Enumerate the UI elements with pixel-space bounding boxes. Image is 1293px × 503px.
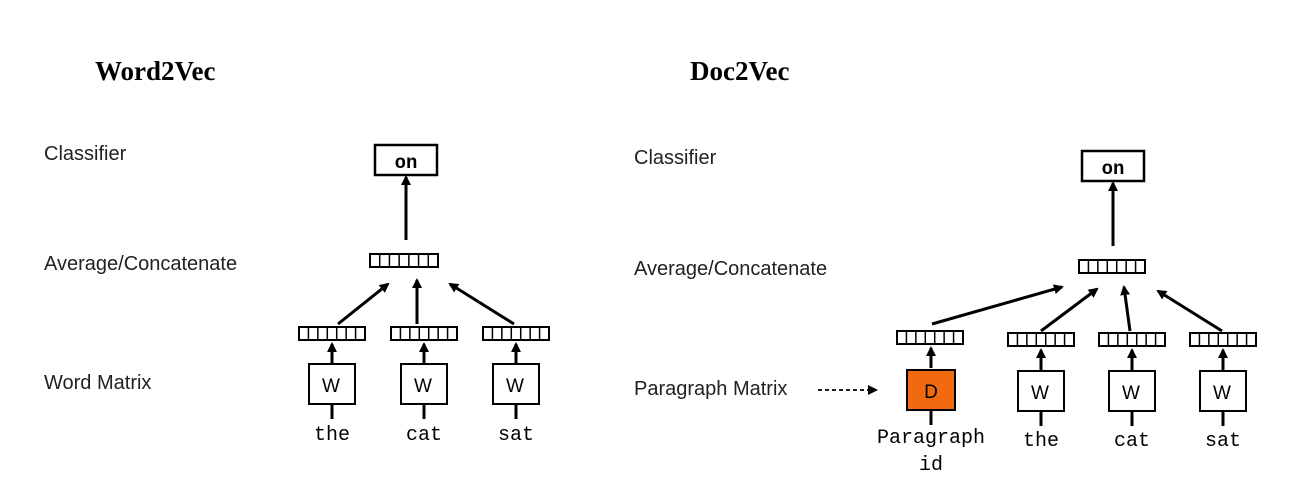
word2vec-title: Word2Vec — [95, 56, 216, 86]
word-vector-the — [298, 326, 366, 341]
vector-outline — [390, 326, 458, 341]
word-vector-cat — [1098, 332, 1166, 347]
vector-outline — [298, 326, 366, 341]
matrix-symbol: W — [1031, 383, 1049, 404]
arrow-cat-vector-to-average — [1120, 285, 1132, 332]
average-vector — [1078, 259, 1146, 274]
matrix-label: Word Matrix — [44, 372, 151, 394]
vector-outline — [369, 253, 439, 268]
word-vector-sat — [482, 326, 550, 341]
classifier-label: Classifier — [44, 143, 127, 165]
average-label: Average/Concatenate — [44, 253, 237, 275]
output-box: on — [373, 143, 439, 177]
vector-outline — [1078, 259, 1146, 274]
output-label: on — [1102, 158, 1125, 180]
matrix-symbol: W — [506, 376, 524, 397]
doc2vec-title: Doc2Vec — [690, 56, 789, 86]
word-matrix-box-sat: W — [492, 363, 540, 419]
arrow-the-vector-to-average — [337, 282, 390, 326]
vector-outline — [1007, 332, 1075, 347]
arrow-sat-vector-to-average — [448, 282, 515, 326]
vector-outline — [896, 330, 964, 345]
paragraph-matrix-box: D — [906, 369, 956, 425]
average-label: Average/Concatenate — [634, 258, 827, 280]
output-box: on — [1080, 149, 1146, 183]
matrix-symbol: W — [1122, 383, 1140, 404]
word-sat: sat — [1205, 430, 1241, 453]
arrow-the-vector-to-average — [1040, 287, 1099, 333]
word-matrix-box-cat: W — [1108, 370, 1156, 426]
paragraph-symbol: D — [924, 382, 938, 403]
word-vector-the — [1007, 332, 1075, 347]
word2vec-panel: Word2Vec Classifier Average/Concatenate … — [44, 56, 550, 447]
word-vector-sat — [1189, 332, 1257, 347]
vector-outline — [482, 326, 550, 341]
word-matrix-box-the: W — [308, 363, 356, 419]
word-matrix-box-cat: W — [400, 363, 448, 419]
classifier-label: Classifier — [634, 147, 717, 169]
paragraph-id-label-line1: Paragraph — [877, 427, 985, 450]
paragraph-vector — [896, 330, 964, 345]
word-the: the — [1023, 430, 1059, 453]
word-sat: sat — [498, 424, 534, 447]
arrow-sat-vector-to-average — [1156, 289, 1223, 333]
word-cat: cat — [406, 424, 442, 447]
average-vector — [369, 253, 439, 268]
vector-outline — [1098, 332, 1166, 347]
vector-outline — [1189, 332, 1257, 347]
paragraph-id-label-line2: id — [919, 454, 943, 477]
matrix-symbol: W — [322, 376, 340, 397]
word-matrix-box-the: W — [1017, 370, 1065, 426]
paragraph-box-fill — [906, 369, 956, 411]
matrix-symbol: W — [414, 376, 432, 397]
word-vector-cat — [390, 326, 458, 341]
word-matrix-box-sat: W — [1199, 370, 1247, 426]
word-the: the — [314, 424, 350, 447]
matrix-symbol: W — [1213, 383, 1231, 404]
arrow-paragraph-vector-to-average — [931, 284, 1064, 326]
output-label: on — [395, 152, 418, 174]
paragraph-matrix-label: Paragraph Matrix — [634, 378, 787, 400]
doc2vec-panel: Doc2Vec Classifier Average/Concatenate P… — [634, 56, 1257, 477]
word-cat: cat — [1114, 430, 1150, 453]
